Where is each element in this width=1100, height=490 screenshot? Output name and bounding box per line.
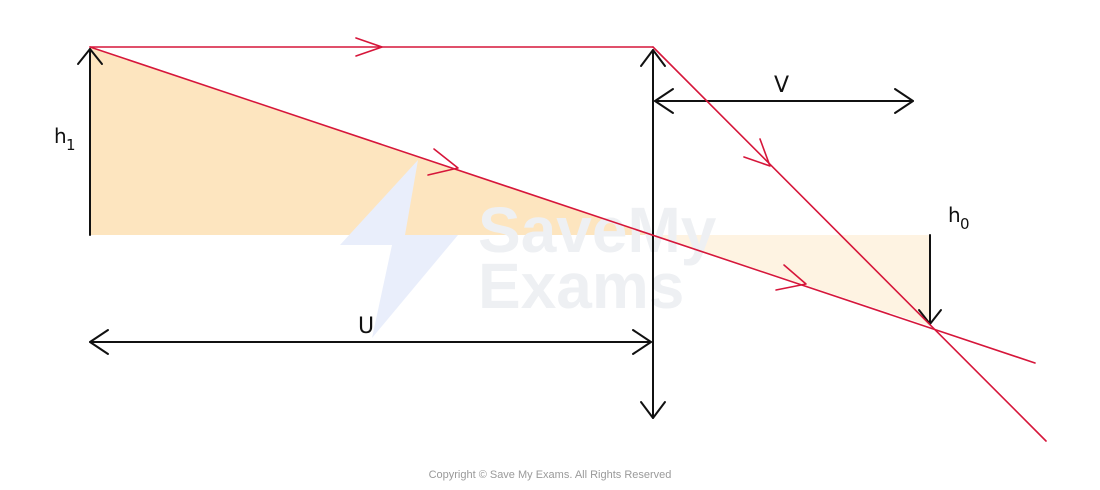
image-height-label: h 0 [948, 203, 970, 233]
svg-text:h: h [948, 203, 961, 227]
central-ray-arrowhead-2 [775, 264, 807, 291]
svg-text:h: h [54, 124, 67, 148]
parallel-ray-arrowhead [355, 37, 383, 57]
lens [640, 49, 666, 419]
svg-text:1: 1 [66, 136, 76, 154]
svg-text:0: 0 [960, 215, 970, 233]
object-distance-arrow [89, 329, 652, 355]
watermark-line2: Exams [478, 250, 684, 322]
object-arrow [77, 48, 103, 236]
object-height-label: h 1 [54, 124, 76, 154]
watermark-line1: SaveMy [478, 194, 717, 266]
central-ray-arrowhead-1 [427, 148, 459, 176]
light-rays [89, 37, 1047, 442]
watermark-logo-icon [340, 160, 458, 338]
watermark: SaveMy Exams [340, 160, 717, 338]
refracted-ray [652, 46, 1047, 442]
object-distance-label: U [358, 314, 374, 339]
refracted-ray-arrowhead [743, 138, 771, 167]
image-distance-label: V [774, 73, 789, 98]
image-distance-arrow [654, 88, 914, 114]
copyright-notice: Copyright © Save My Exams. All Rights Re… [429, 469, 672, 481]
central-ray [89, 46, 1036, 364]
